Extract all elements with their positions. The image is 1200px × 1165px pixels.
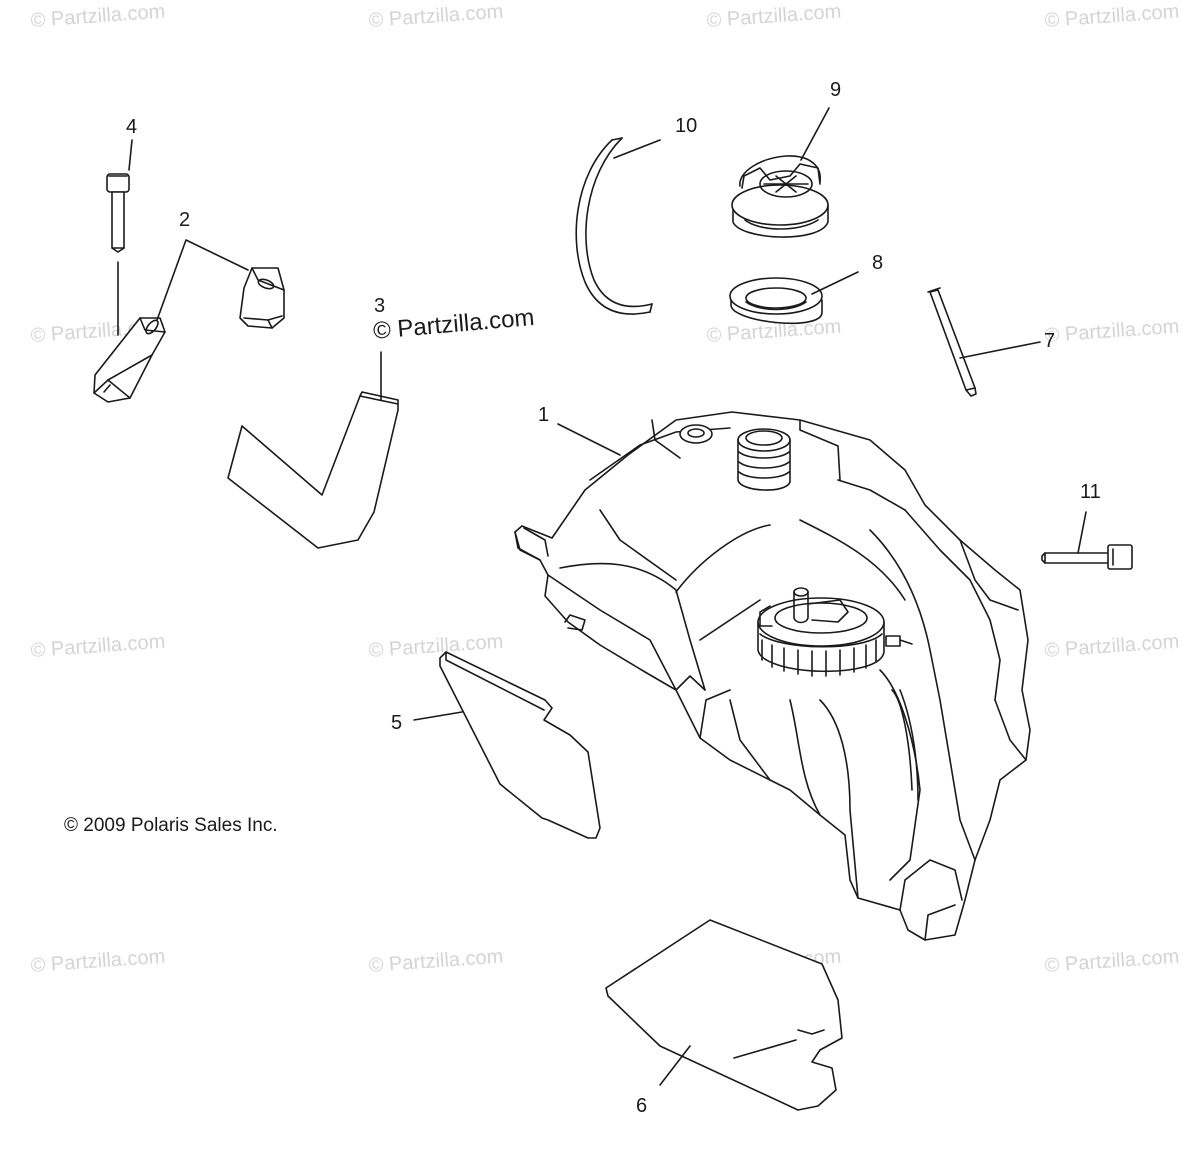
callout-9: 9 — [830, 79, 842, 101]
rod-icon — [927, 287, 977, 397]
pad-icon — [605, 919, 843, 1111]
gasket-icon — [729, 277, 823, 325]
pad-icon — [439, 651, 601, 839]
copyright-notice: © 2009 Polaris Sales Inc. — [64, 815, 278, 836]
leader-line — [1077, 511, 1087, 554]
callout-2: 2 — [179, 209, 191, 231]
fitting-icon — [1041, 544, 1133, 570]
bracket-icon — [239, 267, 285, 329]
callout-1: 1 — [538, 404, 550, 426]
leader-line — [156, 239, 249, 321]
leader-line — [557, 423, 621, 456]
fuel-cap-icon — [731, 155, 829, 238]
callout-7: 7 — [1044, 330, 1056, 352]
callout-6: 6 — [636, 1095, 648, 1117]
bolt-icon — [106, 173, 130, 253]
leader-line — [959, 341, 1041, 359]
callout-5: 5 — [391, 712, 403, 734]
leader-line — [613, 139, 661, 159]
callout-11: 11 — [1080, 481, 1101, 503]
callout-3: 3 — [374, 295, 386, 317]
pad-icon — [227, 391, 399, 549]
callout-8: 8 — [872, 252, 884, 274]
vent-hose-icon — [575, 137, 653, 315]
callout-4: 4 — [126, 116, 138, 138]
leader-line — [659, 1045, 691, 1086]
leader-line — [413, 711, 463, 721]
leader-line — [811, 271, 859, 295]
fuel-tank-icon — [514, 411, 1031, 941]
leader-line — [800, 107, 830, 161]
bracket-icon — [93, 317, 166, 403]
leader-line — [128, 139, 133, 171]
callout-10: 10 — [675, 115, 698, 137]
